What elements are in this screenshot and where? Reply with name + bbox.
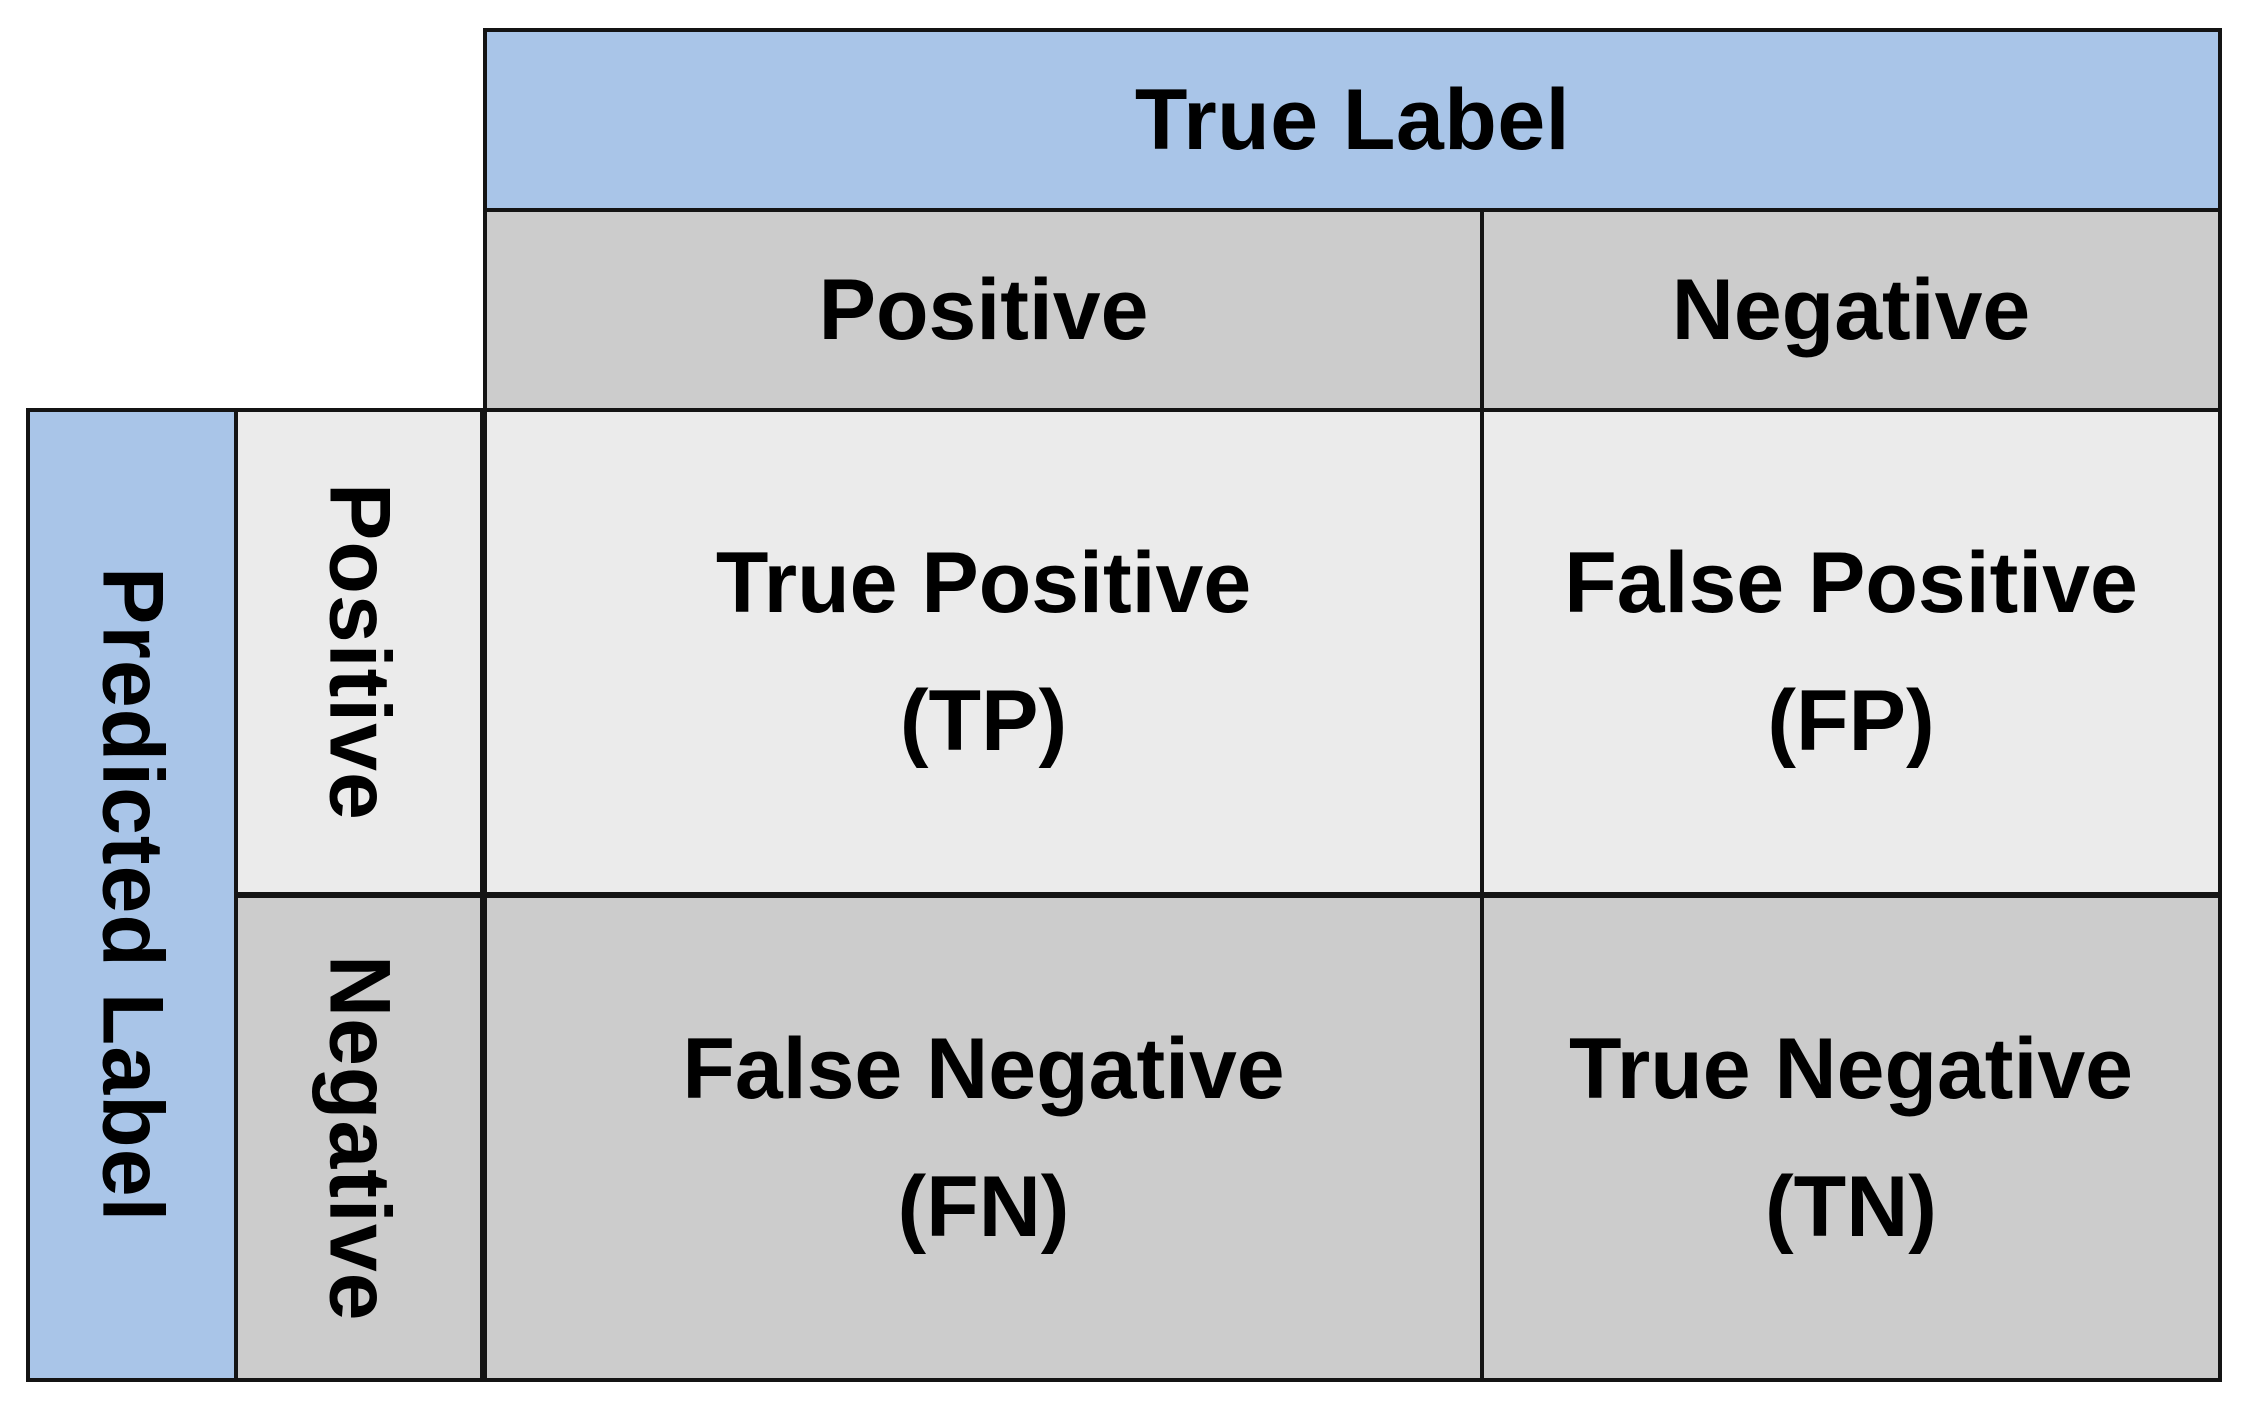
matrix-cell-false-positive: False Positive (FP) (1480, 408, 2222, 896)
column-header-negative-label: Negative (1671, 261, 2031, 358)
matrix-cell-true-negative-name: True Negative (1569, 1020, 2133, 1117)
true-label-axis-banner: True Label (483, 28, 2222, 212)
column-header-negative: Negative (1480, 208, 2222, 412)
corner-spacer (0, 0, 485, 410)
matrix-cell-true-negative: True Negative (TN) (1480, 894, 2222, 1382)
matrix-cell-false-negative-name: False Negative (682, 1020, 1285, 1117)
matrix-cell-true-negative-abbreviation: (TN) (1765, 1159, 1937, 1255)
matrix-cell-true-positive-name: True Positive (715, 534, 1252, 631)
row-header-positive: Positive (234, 408, 484, 896)
row-header-positive-label: Positive (311, 483, 408, 821)
true-label-axis-text: True Label (1134, 71, 1571, 168)
matrix-cell-false-negative-abbreviation: (FN) (897, 1159, 1070, 1255)
row-header-negative-label: Negative (311, 954, 408, 1322)
row-header-negative: Negative (234, 894, 484, 1382)
predicted-label-axis-text: Predicted Label (84, 567, 181, 1223)
column-header-positive-label: Positive (818, 261, 1149, 358)
column-header-positive: Positive (483, 208, 1484, 412)
predicted-label-axis-banner: Predicted Label (26, 408, 238, 1382)
matrix-cell-false-positive-abbreviation: (FP) (1767, 673, 1935, 769)
matrix-cell-true-positive-abbreviation: (TP) (899, 673, 1068, 769)
matrix-cell-false-negative: False Negative (FN) (483, 894, 1484, 1382)
matrix-cell-false-positive-name: False Positive (1564, 534, 2138, 631)
matrix-cell-true-positive: True Positive (TP) (483, 408, 1484, 896)
